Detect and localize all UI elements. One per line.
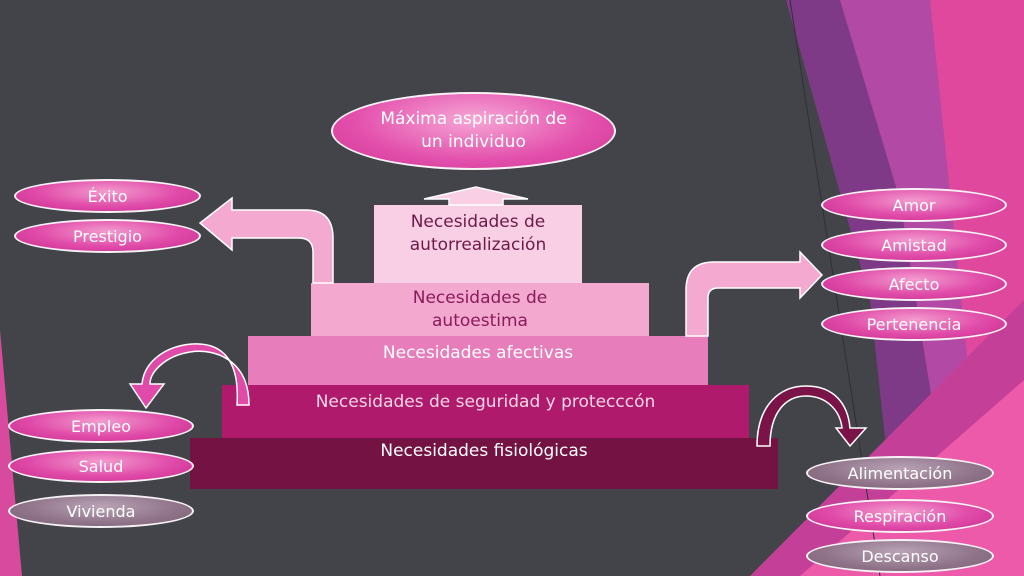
pill-exito-label: Éxito	[87, 186, 128, 206]
pill-prestigio: Prestigio	[14, 219, 201, 253]
layer-autoestima-label: Necesidades de autoestima	[412, 288, 548, 331]
arrow-right-affective-icon	[685, 250, 824, 337]
layer-afectivas-label: Necesidades afectivas	[382, 343, 574, 363]
pill-exito: Éxito	[14, 179, 201, 213]
pill-alimentacion: Alimentación	[806, 456, 994, 490]
pill-prestigio-label: Prestigio	[73, 226, 142, 246]
pill-empleo: Empleo	[8, 409, 194, 443]
pill-afecto: Afecto	[821, 267, 1007, 301]
layer-seguridad: Necesidades de seguridad y protecccón	[222, 385, 749, 438]
layer-autorrealizacion: Necesidades de autorrealización	[374, 205, 582, 283]
curved-arrow-right-icon	[756, 385, 868, 448]
top-goal-oval: Máxima aspiración de un individuo	[331, 92, 616, 170]
layer-afectivas: Necesidades afectivas	[248, 336, 708, 385]
pill-descanso-label: Descanso	[861, 546, 939, 566]
arrow-left-esteem-icon	[198, 196, 334, 284]
pill-vivienda: Vivienda	[8, 494, 194, 528]
pill-descanso: Descanso	[806, 539, 994, 573]
layer-fisiologicas: Necesidades fisiológicas	[190, 438, 778, 489]
layer-seguridad-label: Necesidades de seguridad y protecccón	[315, 392, 656, 412]
pill-respiracion-label: Respiración	[853, 506, 947, 526]
pill-pertenencia-label: Pertenencia	[866, 314, 962, 334]
pill-pertenencia: Pertenencia	[821, 307, 1007, 341]
top-goal-label: Máxima aspiración de un individuo	[380, 109, 567, 152]
pill-amor-label: Amor	[892, 195, 936, 215]
pill-afecto-label: Afecto	[888, 274, 940, 294]
layer-fisiologicas-label: Necesidades fisiológicas	[380, 441, 588, 461]
pill-amor: Amor	[821, 188, 1007, 222]
pill-vivienda-label: Vivienda	[66, 501, 136, 521]
layer-autorrealizacion-label: Necesidades de autorrealización	[409, 212, 547, 255]
pill-respiracion: Respiración	[806, 499, 994, 533]
pill-amistad-label: Amistad	[881, 235, 947, 255]
pill-alimentacion-label: Alimentación	[847, 463, 953, 483]
pill-amistad: Amistad	[821, 228, 1007, 262]
pill-empleo-label: Empleo	[71, 416, 131, 436]
pill-salud-label: Salud	[78, 456, 124, 476]
curved-arrow-left-icon	[128, 343, 250, 410]
pill-salud: Salud	[8, 449, 194, 483]
layer-autoestima: Necesidades de autoestima	[311, 283, 649, 336]
up-arrow-icon	[423, 186, 529, 206]
